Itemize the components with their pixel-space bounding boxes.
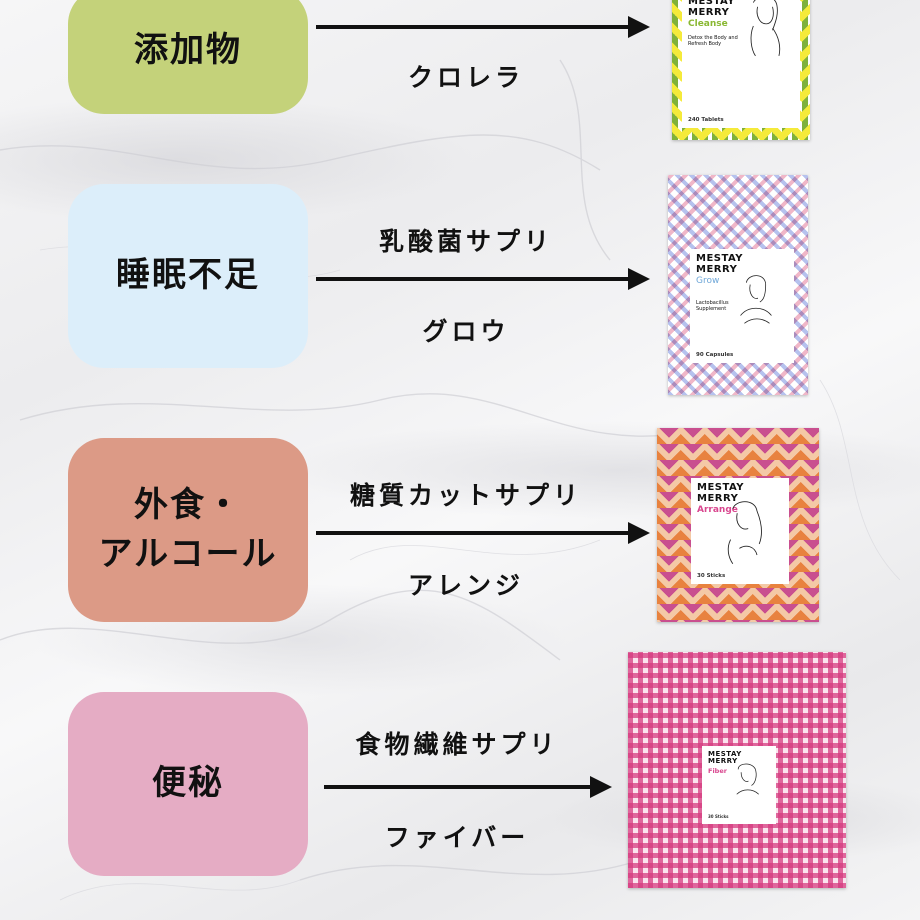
supplement-type: 食物繊維サプリ: [355, 730, 559, 759]
category-label: 便秘: [152, 763, 224, 804]
package-product: Fiber: [708, 766, 727, 775]
package-brand: MESTAY MERRY: [688, 0, 736, 18]
package-product: Arrange: [697, 505, 738, 515]
package-count: 240 Tablets: [688, 117, 724, 123]
package-card: MESTAY MERRY Fiber 30 Sticks: [702, 746, 776, 824]
product-name: ファイバー: [384, 823, 530, 852]
arrow-head: [590, 776, 612, 798]
package-count: 30 Sticks: [708, 814, 729, 819]
arrow-head: [628, 522, 650, 544]
package-subtitle: Detox the Body and Refresh Body: [688, 35, 738, 47]
category-sleep-deprivation: 睡眠不足: [68, 184, 308, 368]
package-brand: MESTAY MERRY: [708, 750, 742, 766]
category-label: 添加物: [134, 30, 242, 71]
arrow-shaft: [316, 531, 632, 535]
package-grow: MESTAY MERRY Grow Lactobacillus Suppleme…: [668, 175, 808, 395]
arrow-shaft: [316, 25, 632, 29]
package-subtitle: Lactobacillus Supplement: [696, 300, 729, 312]
arrow-shaft: [324, 785, 594, 789]
package-card: MESTAY MERRY Grow Lactobacillus Suppleme…: [690, 249, 794, 363]
package-card: MESTAY MERRY Arrange 30 Sticks: [691, 478, 789, 584]
package-count: 30 Sticks: [697, 573, 726, 579]
package-brand: MESTAY MERRY: [696, 253, 744, 275]
arrow-1: [316, 16, 650, 38]
package-cleanse: MESTAY MERRY Cleanse Detox the Body and …: [672, 0, 810, 140]
product-name: アレンジ: [407, 571, 524, 600]
package-product: Cleanse: [688, 19, 728, 29]
woman-illustration: [736, 763, 759, 795]
supplement-type: 糖質カットサプリ: [349, 481, 582, 510]
arrow-2: [316, 268, 650, 290]
category-eating-out-alcohol: 外食・ アルコール: [68, 438, 308, 622]
arrow-head: [628, 268, 650, 290]
arrow-shaft: [316, 277, 632, 281]
arrow-head: [628, 16, 650, 38]
supplement-type: 乳酸菌サプリ: [378, 227, 553, 256]
woman-illustration: [727, 501, 763, 565]
package-card: MESTAY MERRY Cleanse Detox the Body and …: [682, 0, 800, 128]
category-additives: 添加物: [68, 0, 308, 114]
package-product: Grow: [696, 276, 720, 286]
product-name: クロレラ: [407, 63, 524, 92]
woman-illustration: [750, 0, 781, 57]
woman-illustration: [740, 275, 772, 324]
package-brand: MESTAY MERRY: [697, 482, 745, 504]
package-count: 90 Capsules: [696, 352, 734, 358]
arrow-4: [324, 776, 612, 798]
category-label: 睡眠不足: [116, 255, 260, 296]
category-label: 外食・ アルコール: [98, 484, 278, 574]
category-constipation: 便秘: [68, 692, 308, 876]
arrow-3: [316, 522, 650, 544]
package-fiber: MESTAY MERRY Fiber 30 Sticks: [628, 652, 846, 888]
product-name: グロウ: [422, 317, 510, 346]
package-arrange: MESTAY MERRY Arrange 30 Sticks: [657, 428, 819, 622]
